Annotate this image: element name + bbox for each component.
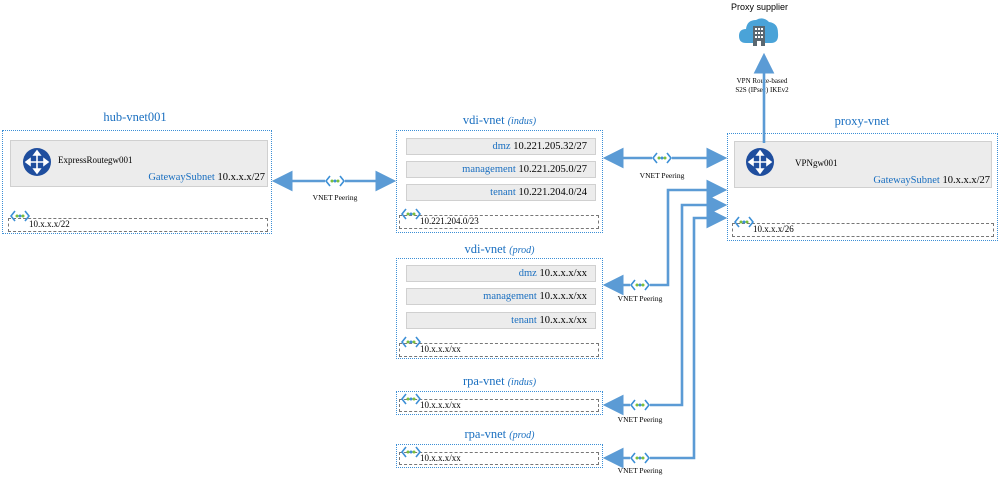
rpa-prod-box — [396, 444, 603, 468]
rpa-indus-qualifier: (indus) — [507, 377, 537, 388]
rpa-prod-address-space: 10.x.x.x/xx — [399, 452, 599, 465]
vdi-indus-subnet-dmz: dmz 10.221.205.32/27 — [406, 138, 596, 155]
hub-gateway-name: ExpressRoutegw001 — [58, 155, 133, 165]
vnet-address-icon — [10, 210, 30, 222]
rpa-indus-title: rpa-vnet (indus) — [396, 374, 603, 389]
vdi-indus-title: vdi-vnet (indus) — [396, 113, 603, 128]
rpa-prod-peering-arrow — [602, 207, 728, 469]
hub-address-space: 10.x.x.x/22 — [8, 218, 268, 232]
vdi-prod-box — [396, 258, 603, 359]
vpn-link-line1: VPN Route-based — [736, 77, 788, 85]
proxy-vnet-title-text: proxy-vnet — [834, 114, 890, 128]
router-icon — [23, 148, 51, 176]
proxy-gateway-panel — [734, 141, 992, 188]
rpa-prod-title-text: rpa-vnet — [464, 427, 507, 441]
vdi-prod-subnet-management: management 10.x.x.x/xx — [406, 288, 596, 305]
hub-gateway-subnet: GatewaySubnet 10.x.x.x/27 — [120, 172, 265, 183]
vnet-address-icon — [401, 208, 421, 220]
router-icon — [746, 148, 774, 176]
proxy-gateway-subnet-name: GatewaySubnet — [873, 175, 940, 186]
subnet-range: 10.221.205.32/27 — [513, 141, 587, 152]
subnet-name: dmz — [492, 141, 511, 152]
subnet-range: 10.221.204.0/24 — [518, 187, 587, 198]
vnet-peering-icon — [630, 452, 650, 464]
vdi-indus-address-text: 10.221.204.0/23 — [420, 216, 479, 226]
rpa-prod-peering-label: VNET Peering — [617, 466, 663, 475]
subnet-range: 10.x.x.x/xx — [539, 268, 587, 279]
proxy-vnet-title: proxy-vnet — [727, 114, 997, 129]
vpn-link-label: VPN Route-based S2S (IPsec) IKEv2 — [727, 77, 797, 95]
vdi-indus-qualifier: (indus) — [507, 116, 537, 127]
subnet-range: 10.x.x.x/xx — [539, 291, 587, 302]
subnet-range: 10.221.205.0/27 — [518, 164, 587, 175]
hub-vnet-title-text: hub-vnet001 — [103, 110, 167, 124]
vpn-link-line2: S2S (IPsec) IKEv2 — [735, 86, 789, 94]
rpa-indus-address-text: 10.x.x.x/xx — [420, 400, 461, 410]
vnet-address-icon — [734, 216, 754, 228]
hub-vnet-title: hub-vnet001 — [0, 110, 270, 125]
hub-gateway-panel — [10, 140, 268, 187]
rpa-indus-box — [396, 391, 603, 415]
rpa-prod-title: rpa-vnet (prod) — [396, 427, 603, 442]
vdi-proxy-peering-label: VNET Peering — [639, 171, 685, 180]
proxy-address-space: 10.x.x.x/26 — [732, 223, 994, 237]
vnet-peering-icon — [325, 175, 345, 187]
subnet-name: tenant — [490, 187, 516, 198]
vdi-prod-qualifier: (prod) — [509, 245, 535, 256]
subnet-name: dmz — [518, 268, 537, 279]
vdi-prod-address-space: 10.x.x.x/xx — [399, 343, 599, 357]
vdi-prod-title-text: vdi-vnet — [464, 242, 507, 256]
vdi-prod-subnet-tenant: tenant 10.x.x.x/xx — [406, 312, 596, 329]
rpa-indus-address-space: 10.x.x.x/xx — [399, 399, 599, 412]
proxy-gateway-subnet: GatewaySubnet 10.x.x.x/27 — [845, 175, 990, 186]
hub-vdi-peering-label: VNET Peering — [312, 193, 358, 202]
vdi-prod-address-text: 10.x.x.x/xx — [420, 344, 461, 354]
proxy-gateway-subnet-range: 10.x.x.x/27 — [942, 175, 990, 186]
vdi-prod-subnet-dmz: dmz 10.x.x.x/xx — [406, 265, 596, 282]
rpa-indus-title-text: rpa-vnet — [462, 374, 505, 388]
vnet-peering-icon — [630, 399, 650, 411]
rpa-prod-address-text: 10.x.x.x/xx — [420, 453, 461, 463]
hub-gateway-subnet-name: GatewaySubnet — [148, 172, 215, 183]
proxy-address-text: 10.x.x.x/26 — [753, 224, 794, 234]
vnet-address-icon — [401, 336, 421, 348]
proxy-supplier-label: Proxy supplier — [731, 2, 789, 12]
rpa-prod-qualifier: (prod) — [509, 430, 535, 441]
subnet-range: 10.x.x.x/xx — [539, 315, 587, 326]
vdi-indus-address-space: 10.221.204.0/23 — [399, 215, 599, 229]
subnet-name: tenant — [511, 315, 537, 326]
vdi-indus-subnet-tenant: tenant 10.221.204.0/24 — [406, 184, 596, 201]
vnet-address-icon — [401, 446, 421, 458]
subnet-name: management — [462, 164, 516, 175]
rpa-indus-peering-label: VNET Peering — [617, 415, 663, 424]
vdi-prod-title: vdi-vnet (prod) — [396, 242, 603, 257]
proxy-gateway-name: VPNgw001 — [795, 158, 838, 168]
rpa-indus-peering-arrow — [602, 194, 728, 416]
vdi-indus-subnet-management: management 10.221.205.0/27 — [406, 161, 596, 178]
vdi-indus-box — [396, 130, 603, 233]
cloud-building-icon — [739, 18, 779, 46]
hub-address-text: 10.x.x.x/22 — [29, 219, 70, 229]
subnet-name: management — [483, 291, 537, 302]
vdi-prod-peering-label: VNET Peering — [617, 294, 663, 303]
hub-vnet-box — [2, 130, 272, 234]
vnet-peering-icon — [652, 152, 672, 164]
vnet-address-icon — [401, 393, 421, 405]
hub-gateway-subnet-range: 10.x.x.x/27 — [217, 172, 265, 183]
proxy-vnet-box — [727, 133, 998, 241]
vnet-peering-icon — [630, 279, 650, 291]
vdi-indus-title-text: vdi-vnet — [462, 113, 505, 127]
